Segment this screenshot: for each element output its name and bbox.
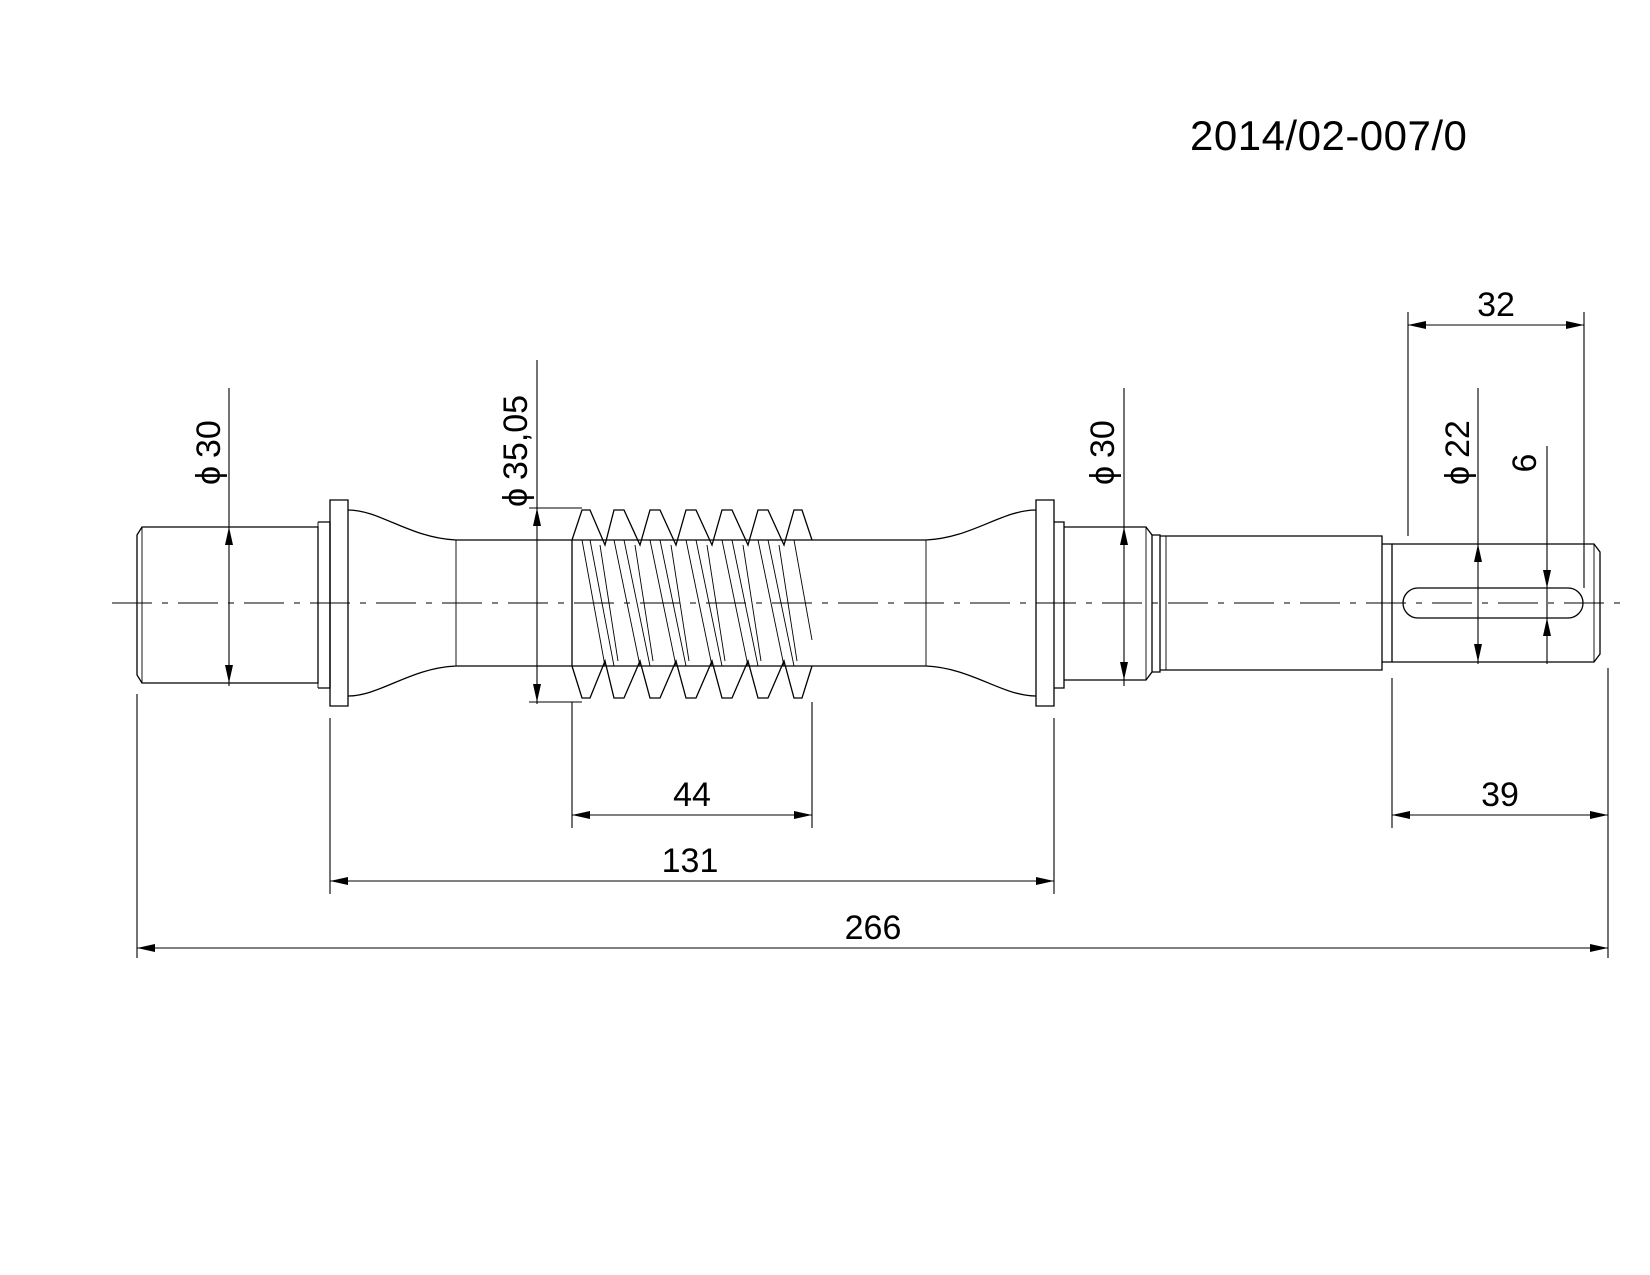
dim-key-length: 32 — [1477, 286, 1515, 324]
worm-thread — [571, 509, 813, 699]
dim-key-width: 6 — [1506, 454, 1544, 473]
dim-diameter-end-shaft: 22 — [1439, 420, 1477, 458]
dim-worm-length: 44 — [673, 776, 711, 814]
dim-bearing-span: 131 — [662, 842, 719, 880]
dim-diameter-right-journal: 30 — [1084, 420, 1122, 458]
dim-overall-length: 266 — [845, 909, 902, 947]
drawing-number: 2014/02-007/0 — [1190, 112, 1468, 159]
diameter-symbol: ϕ — [1439, 466, 1477, 485]
keyway — [1402, 587, 1584, 619]
dim-diameter-worm: 35,05 — [497, 395, 535, 480]
diameter-symbol: ϕ — [1084, 466, 1122, 485]
dim-end-shaft-length: 39 — [1481, 776, 1519, 814]
extension-lines — [136, 312, 1609, 958]
diameter-symbol: ϕ — [190, 466, 228, 485]
dimension-labels: ϕ 30 ϕ 35,05 ϕ 30 ϕ 22 6 32 44 131 39 26… — [190, 286, 1544, 947]
diameter-symbol: ϕ — [497, 488, 535, 507]
dim-diameter-left-journal: 30 — [190, 420, 228, 458]
shaft-outline — [136, 499, 1601, 707]
dimension-lines — [137, 321, 1608, 952]
